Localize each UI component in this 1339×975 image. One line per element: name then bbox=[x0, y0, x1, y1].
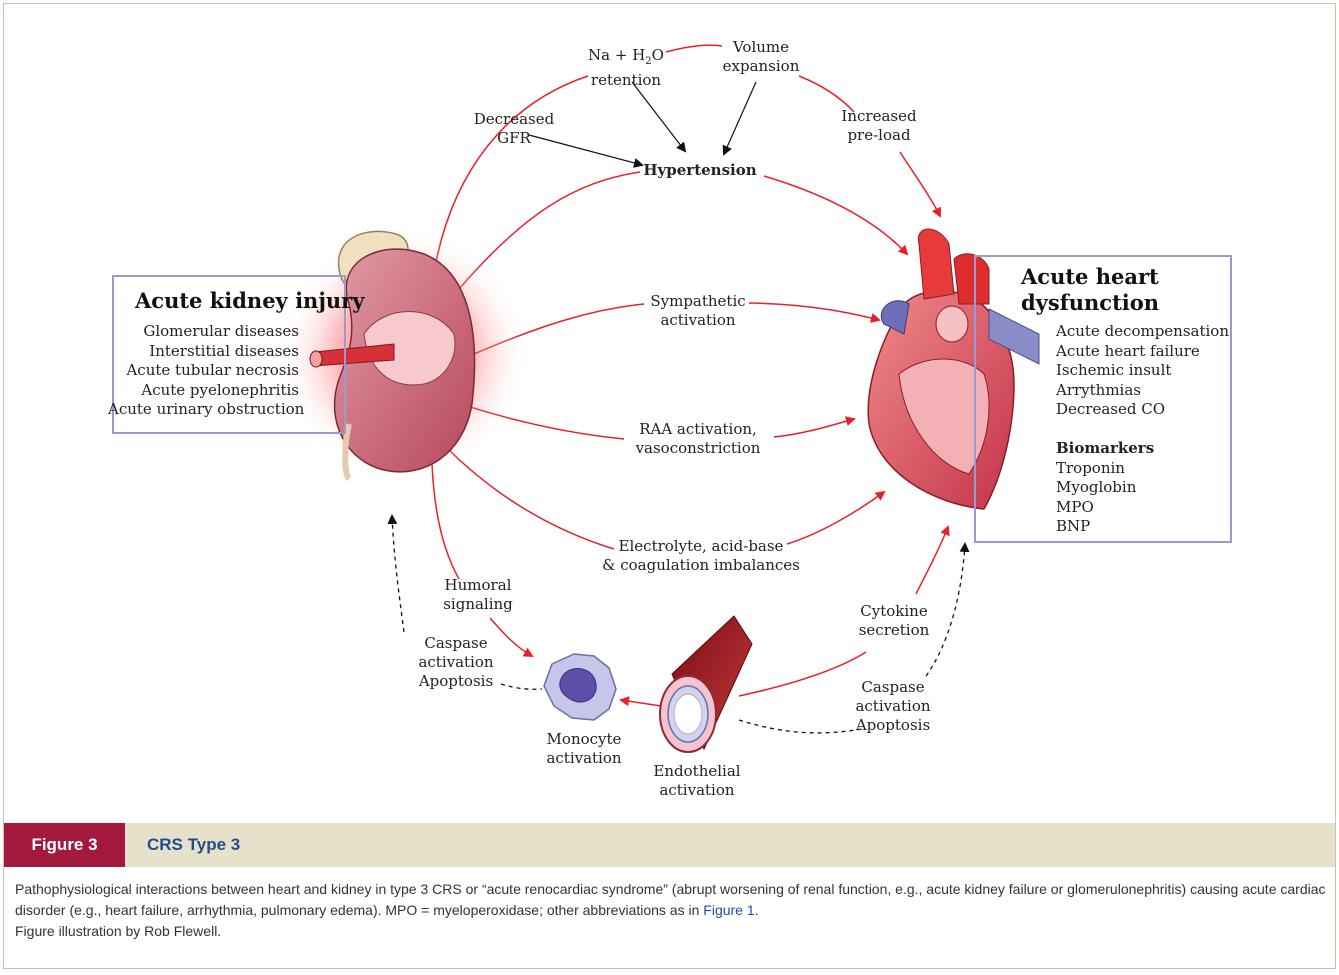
cytokine-text: Cytokine bbox=[860, 602, 927, 620]
monocyte-illustration bbox=[544, 654, 616, 720]
biomarkers-list: Biomarkers Troponin Myoglobin MPO BNP bbox=[1056, 439, 1154, 537]
biomarker-item: MPO bbox=[1056, 498, 1154, 518]
caption-text: Pathophysiological interactions between … bbox=[15, 881, 1326, 918]
arc-preload-to-heart bbox=[900, 152, 940, 216]
figure-1-link[interactable]: Figure 1 bbox=[703, 902, 754, 918]
figure-caption-bar: Figure 3 CRS Type 3 bbox=[4, 823, 1335, 867]
arc-vessel-to-cytokine bbox=[739, 652, 866, 696]
increased-text: Increased bbox=[841, 107, 916, 125]
endothelial-activation-text: activation bbox=[659, 781, 734, 799]
heart-dysfunction-list: Acute decompensation Acute heart failure… bbox=[1056, 322, 1229, 420]
arc-raa-to-heart bbox=[774, 419, 854, 437]
kidney-injury-list: Glomerular diseases Interstitial disease… bbox=[108, 322, 299, 420]
heart-list-item: Acute decompensation bbox=[1056, 322, 1229, 342]
biomarkers-heading: Biomarkers bbox=[1056, 439, 1154, 459]
biomarker-item: Myoglobin bbox=[1056, 478, 1154, 498]
figure-caption: Pathophysiological interactions between … bbox=[15, 879, 1327, 942]
kidney-list-item: Acute tubular necrosis bbox=[108, 361, 299, 381]
arc-kidney-to-humoral bbox=[432, 464, 459, 579]
heart-list-item: Ischemic insult bbox=[1056, 361, 1229, 381]
caption-credit: Figure illustration by Rob Flewell. bbox=[15, 923, 221, 939]
caspase-right-label: Caspase activation Apoptosis bbox=[855, 678, 930, 735]
endothelial-activation-label: Endothelial activation bbox=[653, 762, 740, 800]
figure-title: CRS Type 3 bbox=[147, 823, 240, 867]
dashed-left-to-monocyte bbox=[501, 684, 542, 689]
arc-kidney-to-electrolyte bbox=[449, 450, 614, 549]
expansion-text: expansion bbox=[723, 57, 800, 75]
decreased-gfr-label: Decreased GFR bbox=[474, 110, 554, 148]
arrow-retention-to-hypertension bbox=[632, 82, 685, 151]
hypertension-label: Hypertension bbox=[643, 161, 756, 180]
sympathetic-activation-label: Sympathetic activation bbox=[650, 292, 745, 330]
caspase-left-activation-text: activation bbox=[418, 653, 493, 671]
figure-label: Figure 3 bbox=[4, 823, 125, 867]
caspase-right-apoptosis-text: Apoptosis bbox=[856, 716, 930, 734]
heart-dysfunction-title-line2: dysfunction bbox=[1021, 290, 1159, 316]
electrolyte-label: Electrolyte, acid-base & coagulation imb… bbox=[602, 537, 800, 575]
volume-text: Volume bbox=[733, 38, 789, 56]
black-arrows bbox=[529, 82, 756, 165]
kidney-list-item: Acute urinary obstruction bbox=[108, 400, 299, 420]
sympathetic-activation-text: activation bbox=[660, 311, 735, 329]
cytokine-secretion-label: Cytokine secretion bbox=[859, 602, 930, 640]
vessel-illustration bbox=[660, 616, 752, 752]
arc-humoral-to-monocyte bbox=[490, 618, 532, 656]
coagulation-text: & coagulation imbalances bbox=[602, 556, 800, 574]
arrow-volume-to-hypertension bbox=[724, 82, 756, 154]
na-h2o-text: Na + H bbox=[588, 46, 645, 64]
preload-text: pre-load bbox=[847, 126, 910, 144]
kidney-list-item: Acute pyelonephritis bbox=[108, 381, 299, 401]
caspase-right-activation-text: activation bbox=[855, 697, 930, 715]
heart-list-item: Arrythmias bbox=[1056, 381, 1229, 401]
retention-text: retention bbox=[591, 71, 661, 89]
arc-sympathetic-to-heart bbox=[749, 303, 879, 320]
volume-expansion-label: Volume expansion bbox=[723, 38, 800, 76]
heart-list-item: Acute heart failure bbox=[1056, 342, 1229, 362]
gfr-text: GFR bbox=[497, 129, 531, 147]
caption-after-link: . bbox=[755, 902, 759, 918]
monocyte-activation-text: activation bbox=[546, 749, 621, 767]
na-h2o-retention-label: Na + H2O retention bbox=[588, 46, 664, 90]
sympathetic-text: Sympathetic bbox=[650, 292, 745, 310]
kidney-injury-title: Acute kidney injury bbox=[135, 288, 364, 314]
biomarker-item: Troponin bbox=[1056, 459, 1154, 479]
dashed-vessel-to-right bbox=[739, 720, 862, 733]
endothelial-text: Endothelial bbox=[653, 762, 740, 780]
monocyte-text: Monocyte bbox=[547, 730, 622, 748]
kidney-list-item: Glomerular diseases bbox=[108, 322, 299, 342]
caspase-left-text: Caspase bbox=[424, 634, 487, 652]
decreased-text: Decreased bbox=[474, 110, 554, 128]
raa-text: RAA activation, bbox=[639, 420, 757, 438]
biomarker-item: BNP bbox=[1056, 517, 1154, 537]
caspase-left-label: Caspase activation Apoptosis bbox=[418, 634, 493, 691]
signaling-text: signaling bbox=[443, 595, 513, 613]
humoral-signaling-label: Humoral signaling bbox=[443, 576, 513, 614]
arc-cytokine-to-heart bbox=[916, 527, 948, 594]
arc-hypertension-to-heart bbox=[764, 176, 907, 254]
secretion-text: secretion bbox=[859, 621, 930, 639]
dashed-left-up bbox=[392, 516, 404, 632]
caspase-right-text: Caspase bbox=[861, 678, 924, 696]
heart-list-item: Decreased CO bbox=[1056, 400, 1229, 420]
humoral-text: Humoral bbox=[445, 576, 512, 594]
raa-activation-label: RAA activation, vasoconstriction bbox=[636, 420, 761, 458]
kidney-list-item: Interstitial diseases bbox=[108, 342, 299, 362]
arc-electrolyte-to-heart bbox=[787, 492, 884, 544]
increased-preload-label: Increased pre-load bbox=[841, 107, 916, 145]
arc-retention-to-volume bbox=[666, 45, 722, 52]
heart-dysfunction-title-line1: Acute heart bbox=[1021, 264, 1159, 290]
monocyte-activation-label: Monocyte activation bbox=[546, 730, 621, 768]
caspase-left-apoptosis-text: Apoptosis bbox=[419, 672, 493, 690]
electrolyte-text: Electrolyte, acid-base bbox=[619, 537, 784, 555]
na-h2o-o: O bbox=[652, 46, 664, 64]
vasoconstriction-text: vasoconstriction bbox=[636, 439, 761, 457]
figure: Acute kidney injury Glomerular diseases … bbox=[3, 3, 1336, 969]
